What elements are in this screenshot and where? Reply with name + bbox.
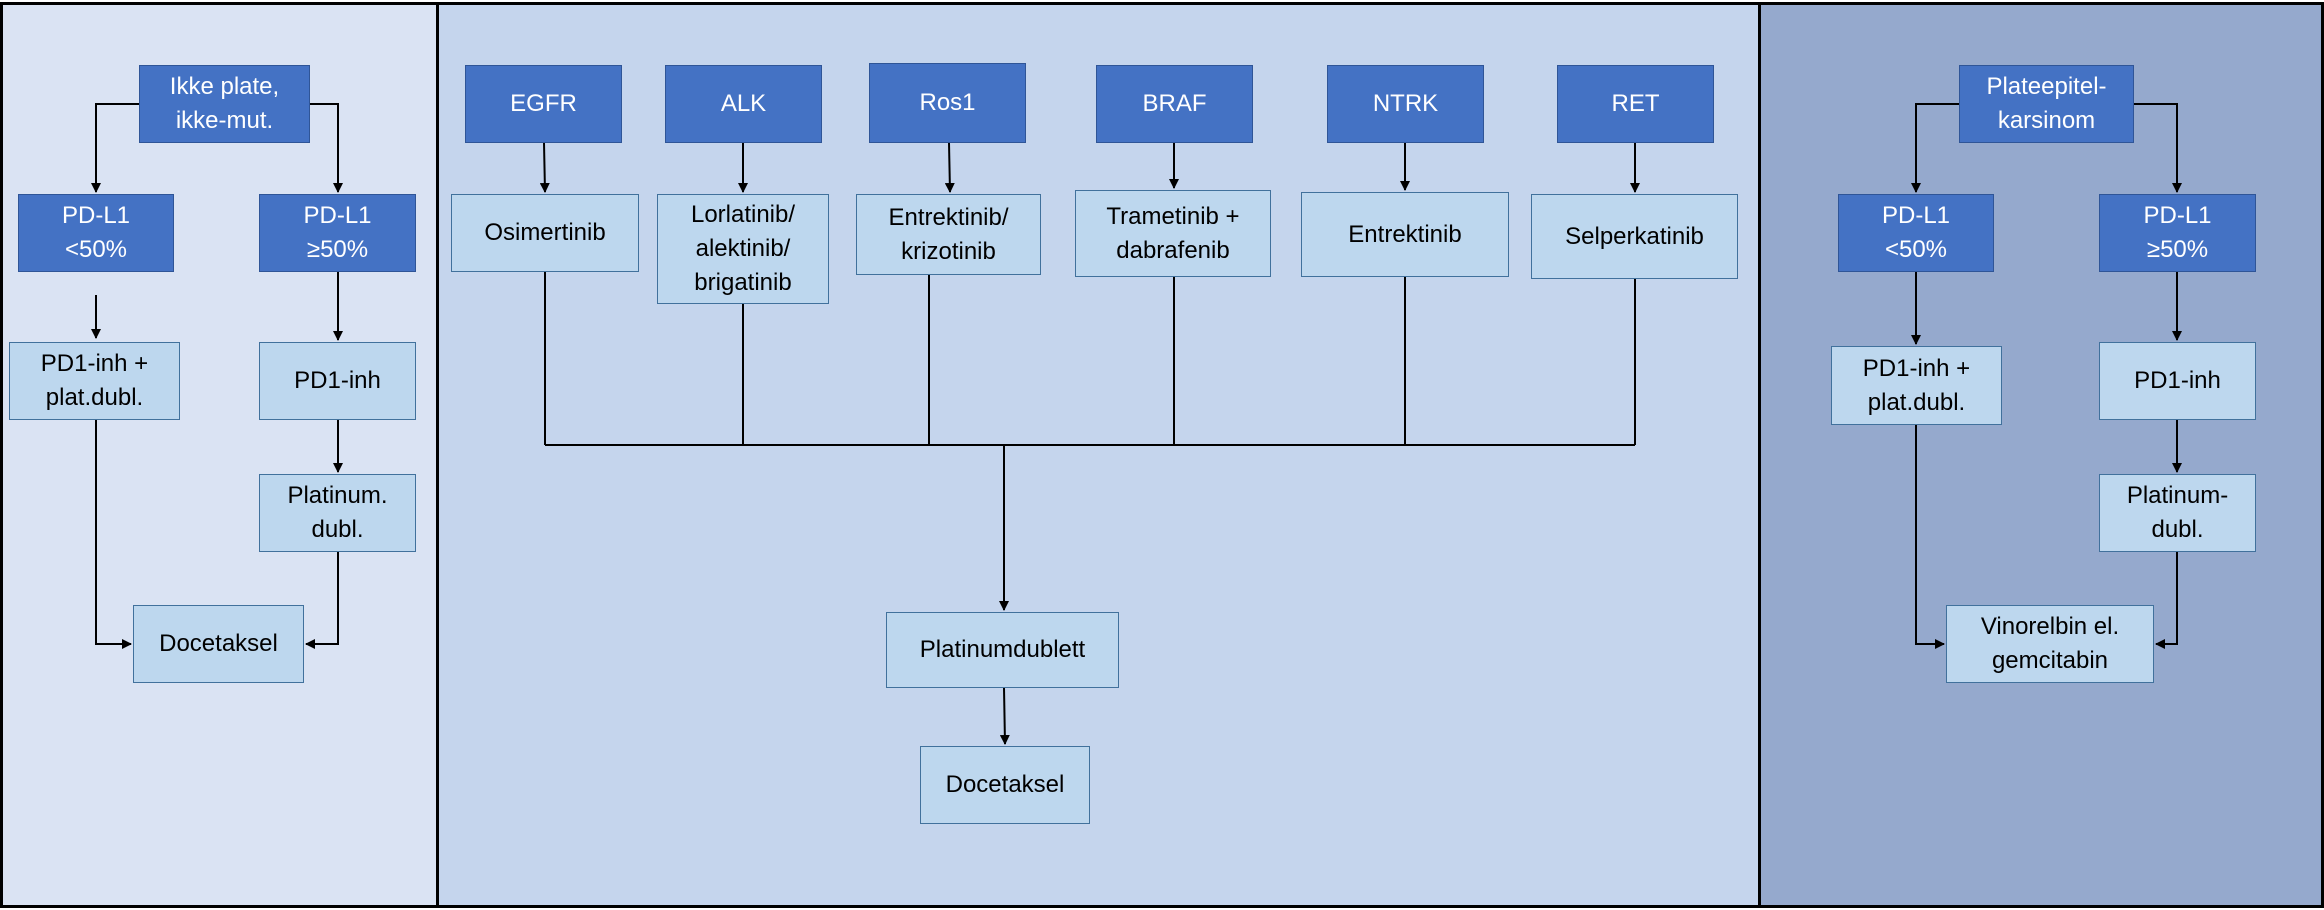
node-right-pd1: PD1-inh	[2099, 342, 2256, 420]
node-left-docetaksel: Docetaksel	[133, 605, 304, 683]
node-alk: ALK	[665, 65, 822, 143]
node-braf: BRAF	[1096, 65, 1253, 143]
node-ret: RET	[1557, 65, 1714, 143]
panel-squamous	[1758, 2, 2324, 908]
node-left-pd1: PD1-inh	[259, 342, 416, 420]
node-right-vinorelbin: Vinorelbin el. gemcitabin	[1946, 605, 2154, 683]
node-selperkatinib: Selperkatinib	[1531, 194, 1738, 279]
node-platinumdublett: Platinumdublett	[886, 612, 1119, 688]
node-egfr: EGFR	[465, 65, 622, 143]
node-entrektinib-krizotinib: Entrektinib/ krizotinib	[856, 194, 1041, 275]
node-right-pdl1-high: PD-L1 ≥50%	[2099, 194, 2256, 272]
node-mid-docetaksel: Docetaksel	[920, 746, 1090, 824]
node-entrektinib: Entrektinib	[1301, 192, 1509, 277]
panel-targeted-therapy	[436, 2, 1761, 908]
node-left-pdl1-high: PD-L1 ≥50%	[259, 194, 416, 272]
node-ntrk: NTRK	[1327, 65, 1484, 143]
node-non-squamous-root: Ikke plate, ikke-mut.	[139, 65, 310, 143]
node-squamous-root: Plateepitel- karsinom	[1959, 65, 2134, 143]
node-right-platinum: Platinum- dubl.	[2099, 474, 2256, 552]
node-left-platinum: Platinum. dubl.	[259, 474, 416, 552]
node-trametinib: Trametinib + dabrafenib	[1075, 190, 1271, 277]
panel-non-squamous	[0, 2, 439, 908]
node-lorlatinib: Lorlatinib/ alektinib/ brigatinib	[657, 194, 829, 304]
node-right-pdl1-low: PD-L1 <50%	[1838, 194, 1994, 272]
node-left-pdl1-low: PD-L1 <50%	[18, 194, 174, 272]
node-left-pd1-plat: PD1-inh + plat.dubl.	[9, 342, 180, 420]
node-ros1: Ros1	[869, 63, 1026, 143]
node-osimertinib: Osimertinib	[451, 194, 639, 272]
node-right-pd1-plat: PD1-inh + plat.dubl.	[1831, 346, 2002, 425]
